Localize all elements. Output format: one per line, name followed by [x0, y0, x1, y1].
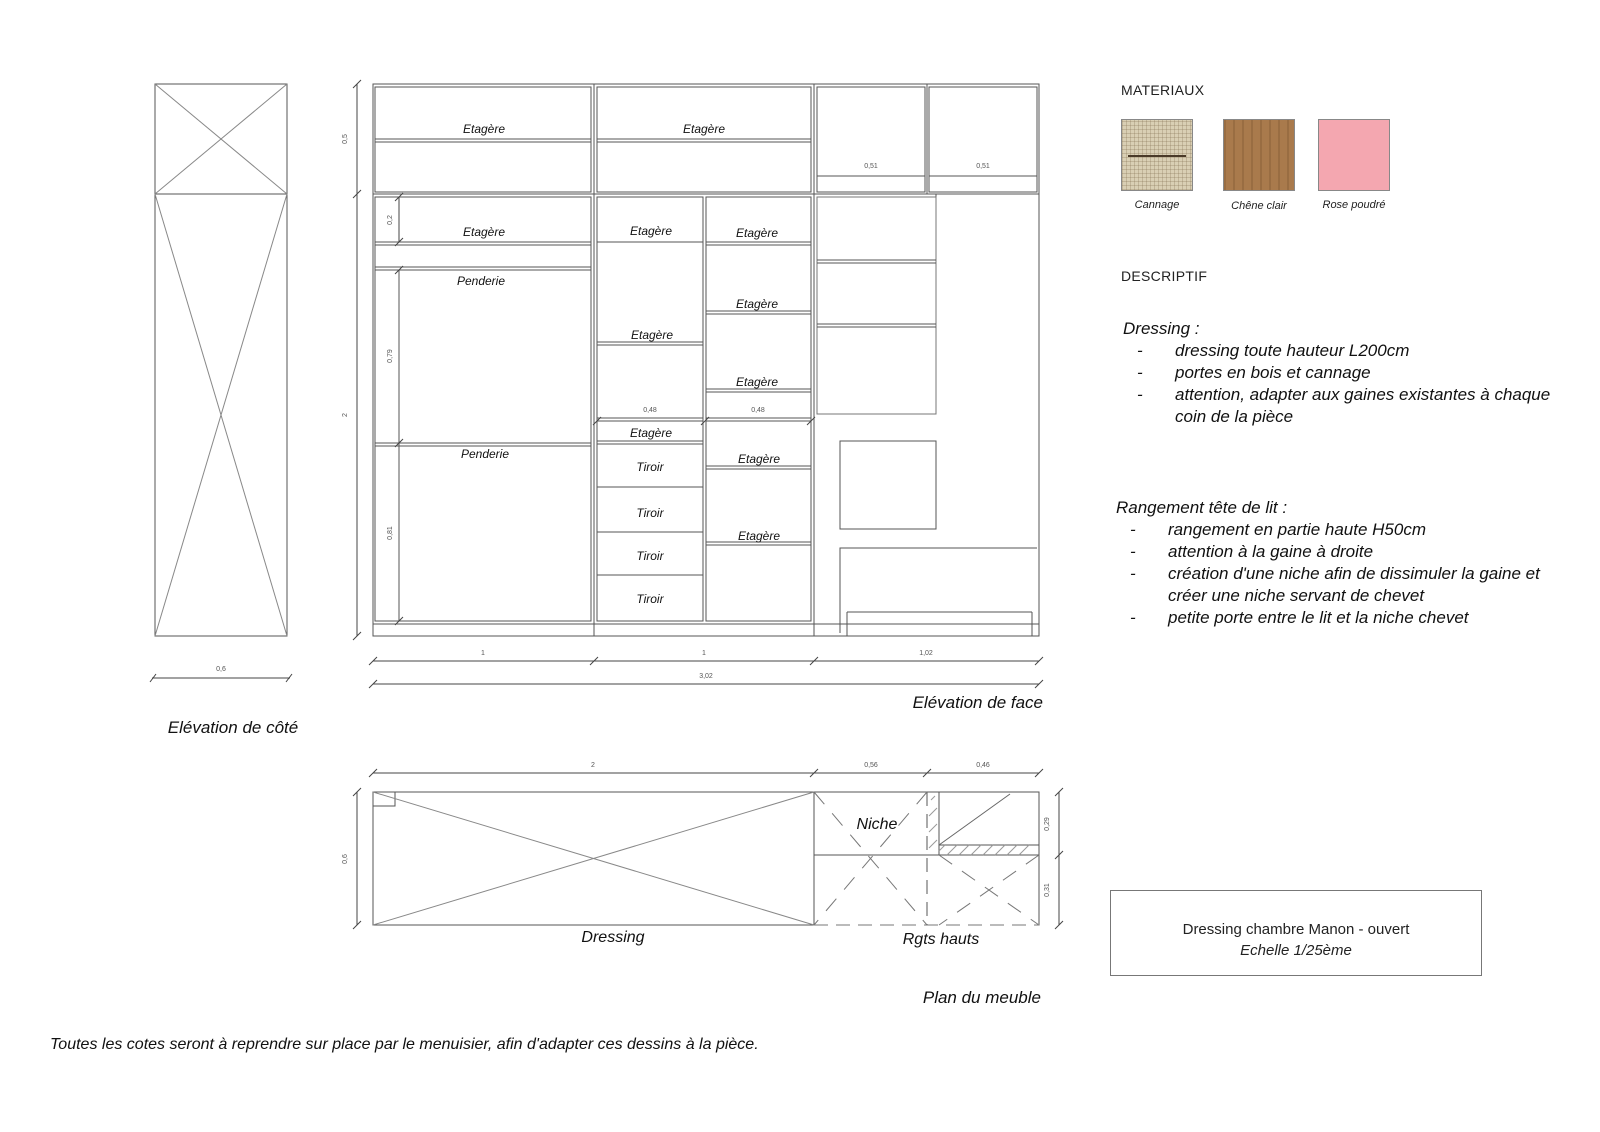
shelf-label: Etagère: [736, 226, 778, 240]
swatch-label-rose: Rose poudré: [1322, 199, 1386, 211]
dim-hang-upper: 0,79: [387, 349, 394, 363]
dressing-desc-title: Dressing :: [1123, 319, 1200, 338]
bedhead-desc-title: Rangement tête de lit :: [1116, 498, 1288, 517]
drawing-title: Dressing chambre Manon - ouvert: [1182, 921, 1410, 938]
list-item: -portes en bois et cannage: [1137, 363, 1371, 382]
swatch-cannage: [1121, 119, 1193, 191]
description-heading: DESCRIPTIF: [1121, 268, 1208, 284]
bullet-dash: -: [1130, 520, 1136, 539]
dressing-description: Dressing : -dressing toute hauteur L200c…: [1123, 318, 1553, 428]
shelf-label: Etagère: [736, 375, 778, 389]
dim-total-width: 3,02: [699, 673, 713, 680]
shelf-label: Etagère: [630, 224, 672, 238]
shelf-label: Etagère: [738, 529, 780, 543]
list-item: -rangement en partie haute H50cm: [1130, 520, 1426, 539]
drawer-label: Tiroir: [636, 506, 664, 520]
plan-dim-bottom: 0,31: [1044, 883, 1051, 897]
shelf-label: Etagère: [630, 426, 672, 440]
dim-col3-width: 1,02: [919, 650, 933, 657]
swatch-chene-clair: [1223, 119, 1295, 191]
bullet-dash: -: [1130, 564, 1136, 583]
dim-sub-b: 0,48: [751, 407, 765, 414]
rgts-label: Rgts hauts: [903, 931, 979, 948]
front-elevation: [353, 80, 1043, 688]
swatch-label-cannage: Cannage: [1134, 199, 1180, 211]
dim-col2-width: 1: [702, 650, 706, 657]
front-elevation-labels: 0,5 2 0,2 0,79 0,81 1 1 1,02 3,02 0,51 0…: [342, 122, 1043, 712]
side-elevation-caption: Elévation de côté: [168, 718, 298, 737]
dim-total-height: 2: [342, 413, 349, 417]
list-item: -création d'une niche afin de dissimuler…: [1130, 564, 1540, 605]
drawer-label: Tiroir: [636, 592, 664, 606]
bullet-dash: -: [1130, 542, 1136, 561]
bullet-dash: -: [1137, 341, 1143, 360]
side-width-dim: 0,6: [216, 666, 226, 673]
list-item: -attention, adapter aux gaines existante…: [1137, 385, 1551, 426]
plan-dim-rgts: 0,46: [976, 762, 990, 769]
plan-dim-top: 0,29: [1044, 817, 1051, 831]
plan-dim-dressing: 2: [591, 762, 595, 769]
dim-hang-lower: 0,81: [387, 526, 394, 540]
bullet-dash: -: [1130, 608, 1136, 627]
dim-sub-a: 0,48: [643, 407, 657, 414]
bullet-dash: -: [1137, 385, 1143, 404]
floor-plan-labels: 2 0,56 0,46 0,6 0,29 0,31 Niche Dressing…: [342, 762, 1051, 1007]
plan-dim-depth: 0,6: [342, 854, 349, 864]
bedhead-description: Rangement tête de lit : -rangement en pa…: [1116, 497, 1576, 629]
shelf-label: Etagère: [463, 122, 505, 136]
bullet-dash: -: [1137, 363, 1143, 382]
niche-label: Niche: [857, 816, 898, 833]
list-item: -dressing toute hauteur L200cm: [1137, 341, 1410, 360]
materials-heading: MATERIAUX: [1121, 82, 1205, 98]
hanging-label: Penderie: [461, 447, 509, 461]
plan-dim-niche: 0,56: [864, 762, 878, 769]
list-item: -attention à la gaine à droite: [1130, 542, 1374, 561]
shelf-label: Etagère: [631, 328, 673, 342]
list-item: -petite porte entre le lit et la niche c…: [1130, 608, 1469, 627]
drawer-label: Tiroir: [636, 460, 664, 474]
side-elevation: 0,6 Elévation de côté: [150, 84, 298, 737]
shelf-label: Etagère: [463, 225, 505, 239]
dim-col1-width: 1: [481, 650, 485, 657]
dim-shelf-gap: 0,2: [387, 215, 394, 225]
dressing-label: Dressing: [581, 929, 644, 946]
floor-plan: [353, 769, 1063, 929]
dim-box-b: 0,51: [976, 163, 990, 170]
front-elevation-caption: Elévation de face: [913, 693, 1043, 712]
plan-caption: Plan du meuble: [923, 988, 1041, 1007]
swatch-rose-poudre: [1318, 119, 1390, 191]
drawing-scale: Echelle 1/25ème: [1240, 942, 1352, 959]
title-block: Dressing chambre Manon - ouvert Echelle …: [1110, 890, 1482, 976]
footnote: Toutes les cotes seront à reprendre sur …: [50, 1036, 759, 1053]
hanging-label: Penderie: [457, 274, 505, 288]
shelf-label: Etagère: [736, 297, 778, 311]
shelf-label: Etagère: [738, 452, 780, 466]
shelf-label: Etagère: [683, 122, 725, 136]
dim-box-a: 0,51: [864, 163, 878, 170]
dim-top-height: 0,5: [342, 134, 349, 144]
swatch-label-chene: Chêne clair: [1231, 200, 1287, 212]
drawer-label: Tiroir: [636, 549, 664, 563]
